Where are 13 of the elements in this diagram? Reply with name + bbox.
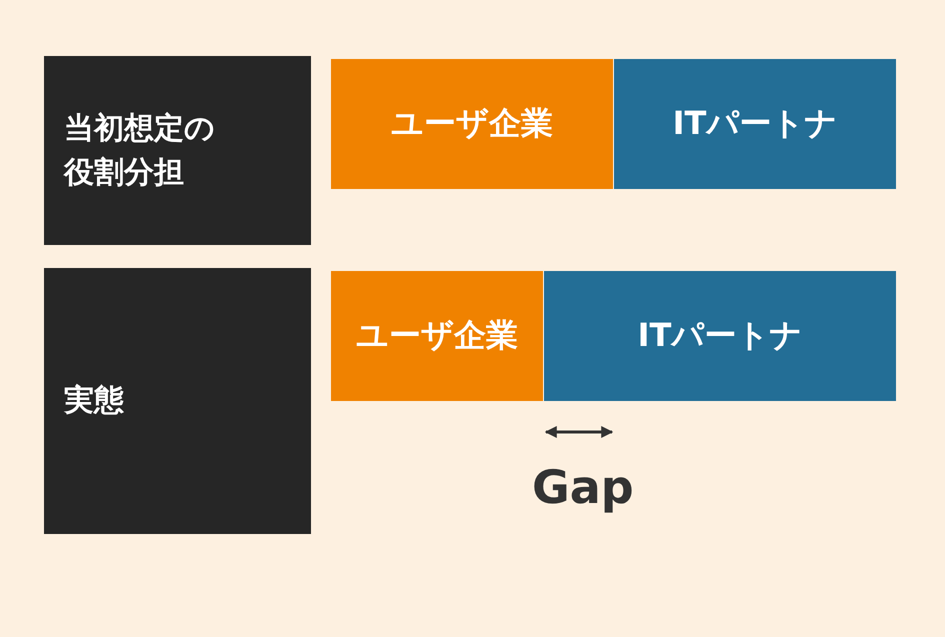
role-label: ITパートナ [638, 315, 802, 356]
heading-text: 実態 [64, 382, 124, 420]
role-bar-segment [331, 59, 613, 189]
role-bar-segment [544, 271, 896, 401]
heading-text: 当初想定の役割分担 [64, 110, 216, 192]
row-heading-panel [44, 268, 311, 534]
role-label: ユーザ企業 [356, 315, 518, 356]
gap-label: Gap [532, 460, 634, 514]
role-bar-segment [614, 59, 896, 189]
role-label: ITパートナ [672, 103, 838, 144]
role-bar-segment [331, 271, 543, 401]
role-label: ユーザ企業 [391, 103, 553, 144]
row-heading-panel [44, 56, 311, 245]
